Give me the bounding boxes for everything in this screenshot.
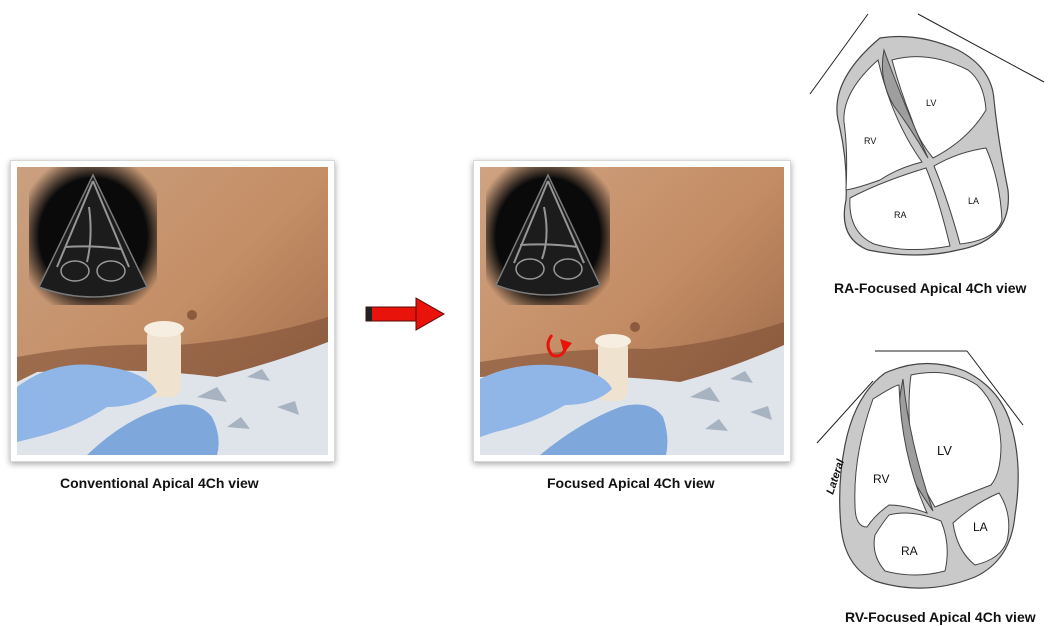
conventional-probe-photo: [17, 167, 328, 455]
conventional-caption: Conventional Apical 4Ch view: [60, 475, 259, 491]
ultrasound-inset: [29, 167, 157, 305]
right-arrow-icon: [364, 296, 448, 332]
rv-focused-caption: RV-Focused Apical 4Ch view: [845, 609, 1036, 625]
rv-label: RV: [873, 472, 889, 486]
focused-probe-photo: [480, 167, 784, 455]
la-label: LA: [968, 196, 979, 206]
ultrasound-inset: [486, 167, 610, 305]
rv-focused-heart-diagram: LV RV RA LA Lateral: [815, 345, 1055, 605]
ra-label: RA: [894, 210, 907, 220]
rv-label: RV: [864, 136, 876, 146]
lv-label: LV: [937, 443, 952, 458]
conventional-photo-panel: [10, 160, 335, 462]
ra-focused-heart-diagram: LV RV RA LA: [808, 10, 1048, 270]
focused-caption: Focused Apical 4Ch view: [547, 475, 715, 491]
focused-photo-panel: [473, 160, 791, 462]
la-label: LA: [973, 520, 988, 534]
ra-label: RA: [901, 544, 918, 558]
ra-focused-caption: RA-Focused Apical 4Ch view: [834, 280, 1026, 296]
lv-label: LV: [926, 98, 936, 108]
